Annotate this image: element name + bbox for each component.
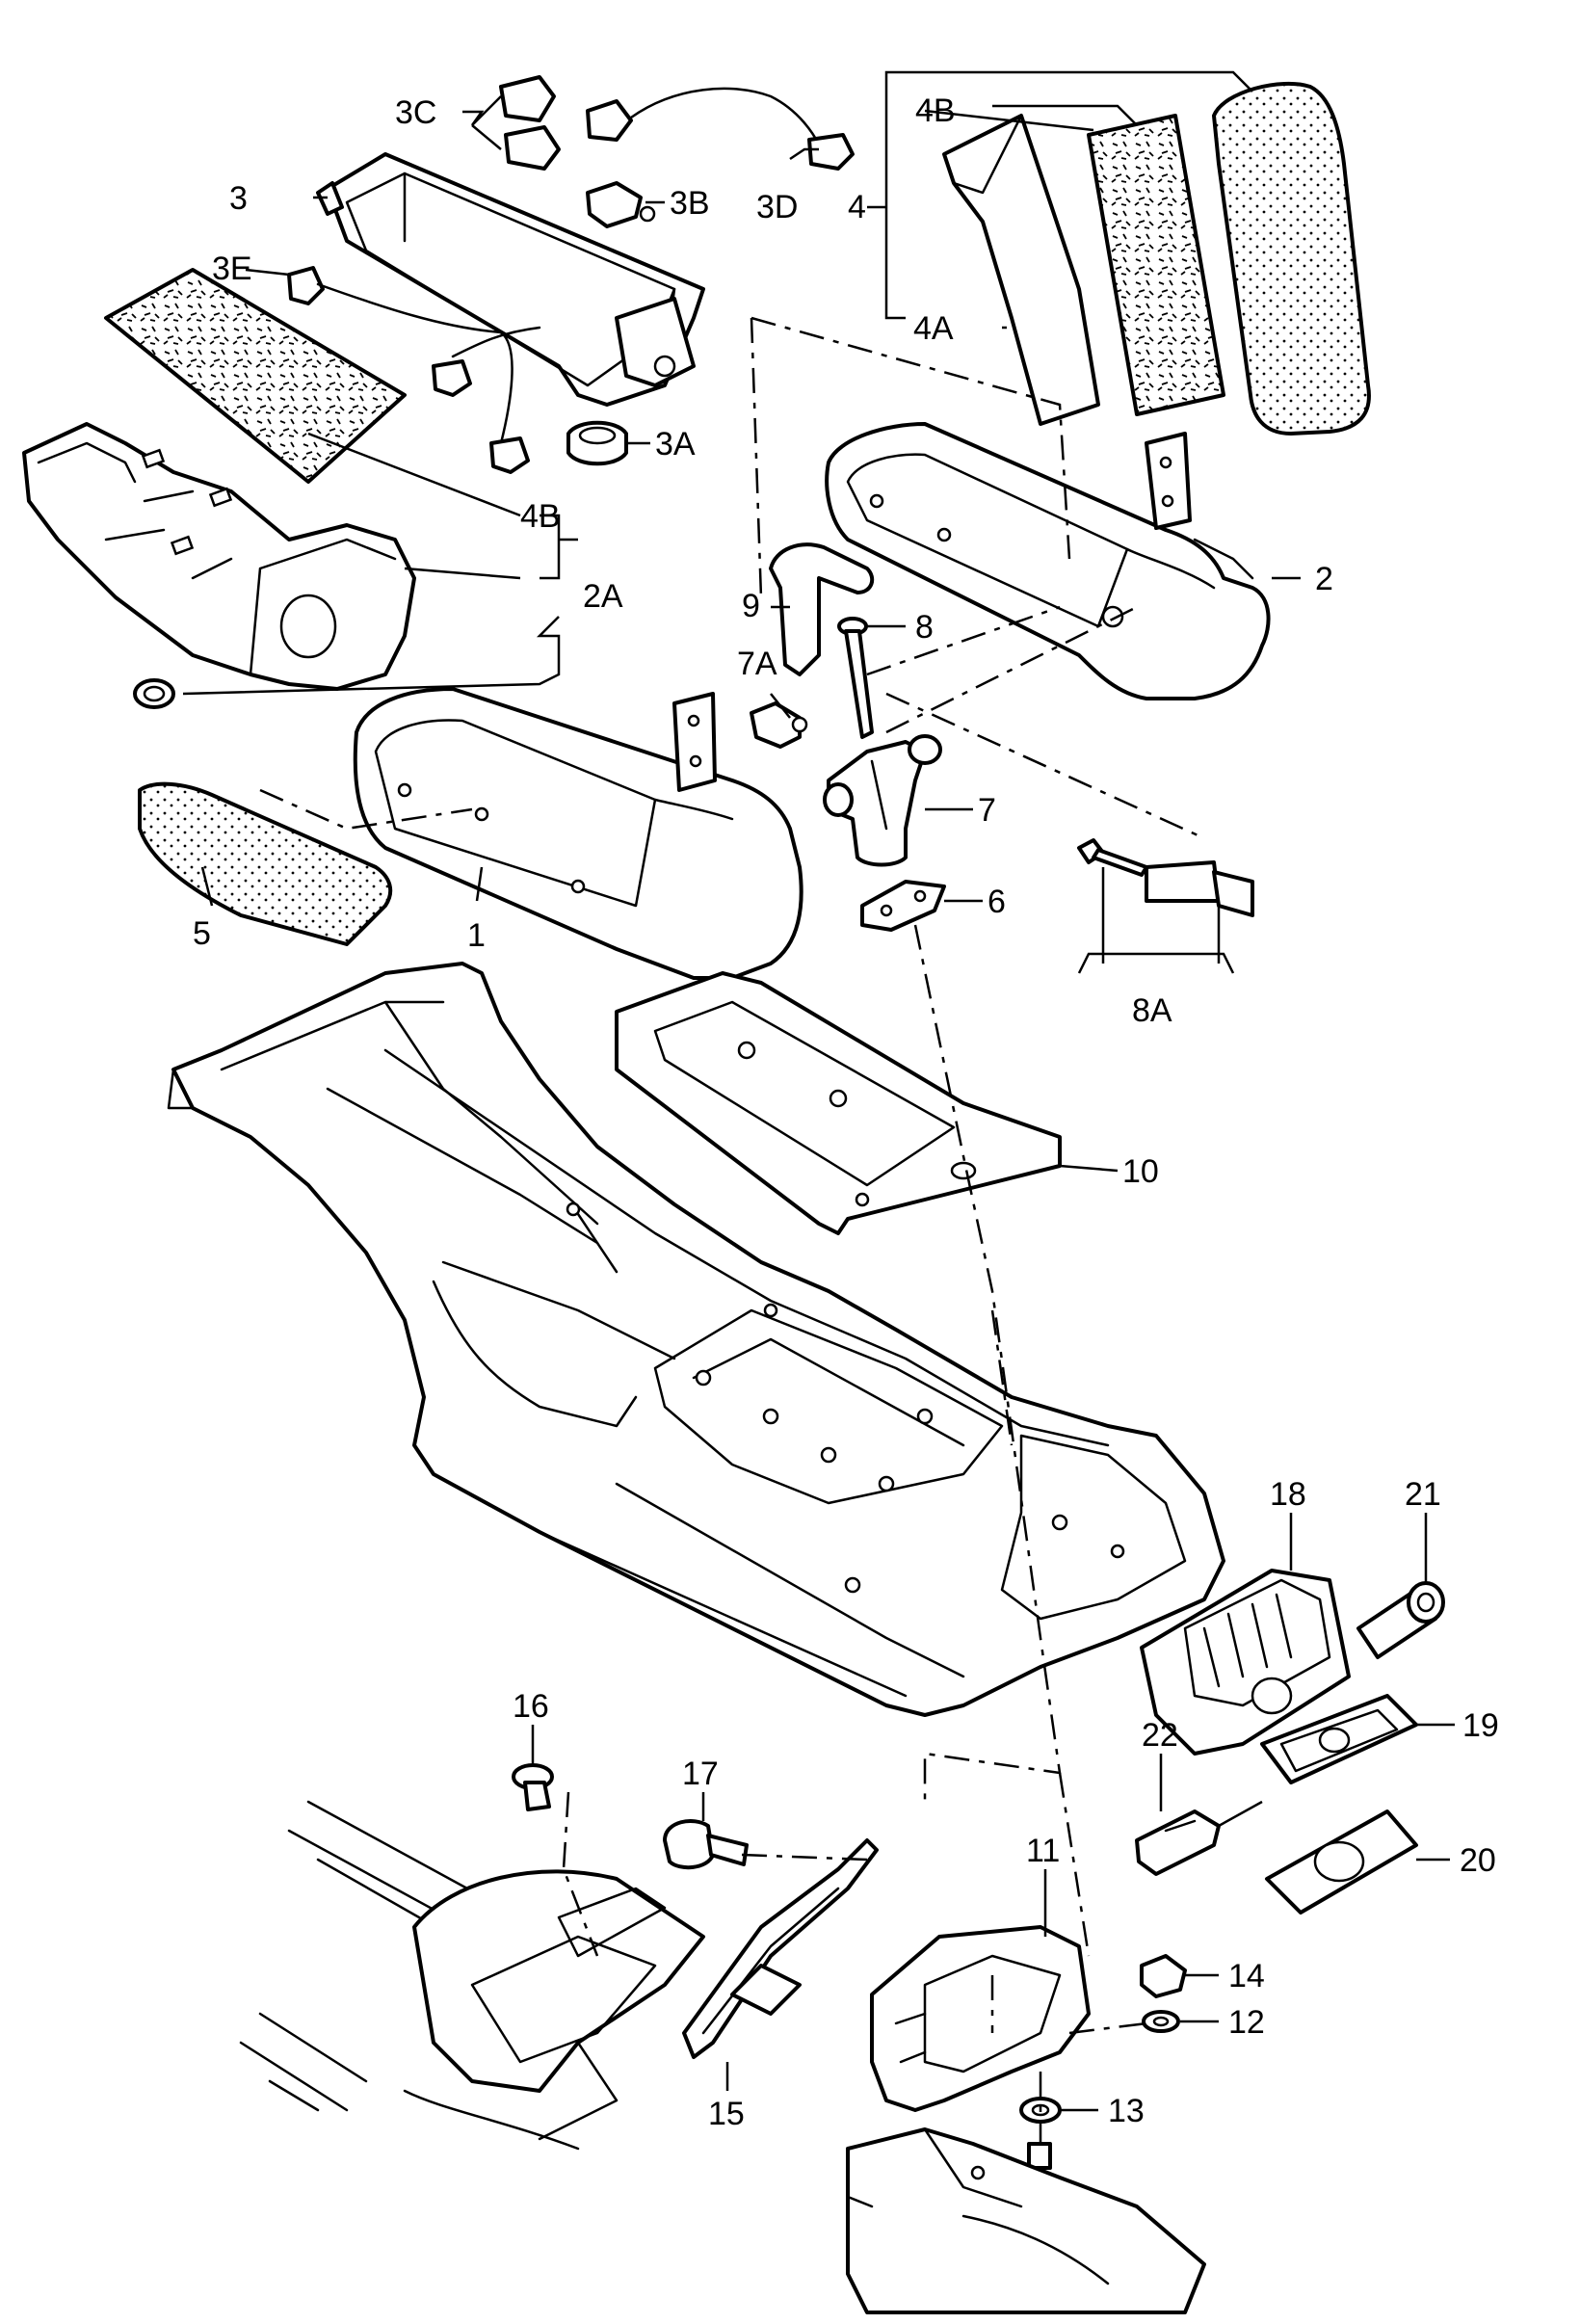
callout-15: 15 xyxy=(708,2096,745,2132)
callout-4: 4 xyxy=(848,189,866,225)
bolt-part-17 xyxy=(663,1819,749,1870)
callout-18: 18 xyxy=(1270,1476,1306,1513)
cover-part-2a xyxy=(22,422,416,709)
blank-cover-part-20 xyxy=(1265,1809,1418,1915)
storage-tray-part-3 xyxy=(316,152,705,407)
callout-8a: 8A xyxy=(1132,992,1172,1029)
switch-part-22 xyxy=(1135,1809,1221,1876)
callout-16: 16 xyxy=(513,1688,549,1725)
callout-20: 20 xyxy=(1460,1842,1496,1879)
callout-labels: 1 2 2A 3 3A 3B 3C 3D 3E 4 4A 4B 4B 5 6 7… xyxy=(193,92,1499,2132)
armrest-base-part-1 xyxy=(353,687,803,980)
tray-insert-part-10 xyxy=(615,971,1062,1235)
callout-2a: 2A xyxy=(583,578,623,615)
callout-14: 14 xyxy=(1228,1958,1265,1994)
bracket-part-9 xyxy=(769,542,875,676)
washer-part-12 xyxy=(1142,2010,1180,2033)
callout-1: 1 xyxy=(467,917,486,954)
callout-3c: 3C xyxy=(395,94,436,131)
cushion-part-4 xyxy=(1212,81,1371,436)
grommet-part-3a xyxy=(566,420,628,466)
bracket-part-3b xyxy=(586,181,656,228)
wire-harness-part-3d xyxy=(586,87,855,171)
clip-part-3c xyxy=(499,75,561,171)
callout-3b: 3B xyxy=(670,185,710,222)
bracket-part-15 xyxy=(682,1838,879,2059)
mat-part-4b-left xyxy=(104,268,407,484)
wire-part-3e xyxy=(287,266,541,474)
nut-part-14 xyxy=(1140,1954,1187,1998)
callout-10: 10 xyxy=(1122,1153,1159,1190)
callout-12: 12 xyxy=(1228,2004,1265,2041)
callout-5: 5 xyxy=(193,915,211,952)
pad-part-4a xyxy=(942,114,1100,426)
clip-part-7a xyxy=(750,701,808,749)
callout-21: 21 xyxy=(1405,1476,1441,1513)
plate-part-6 xyxy=(860,880,946,932)
callout-9: 9 xyxy=(742,588,760,624)
callout-11: 11 xyxy=(1026,1833,1060,1869)
callout-3: 3 xyxy=(229,180,248,217)
callout-2: 2 xyxy=(1315,561,1333,597)
floor-tunnel xyxy=(846,2127,1206,2314)
bolt-set-part-8a xyxy=(1077,838,1254,917)
callout-7: 7 xyxy=(978,792,996,829)
switch-panel-part-19 xyxy=(1260,1694,1418,1784)
callout-4b-top: 4B xyxy=(915,92,956,129)
center-console-body xyxy=(167,962,1225,1717)
callout-19: 19 xyxy=(1462,1707,1499,1744)
callout-3d: 3D xyxy=(756,189,798,225)
mount-bracket-part-11 xyxy=(870,1925,1091,2112)
callout-4b-left: 4B xyxy=(520,498,561,535)
lighter-part-21 xyxy=(1356,1581,1445,1659)
pad-part-5 xyxy=(138,781,393,946)
callout-6: 6 xyxy=(988,884,1006,920)
screw-part-16 xyxy=(512,1763,554,1811)
callout-3e: 3E xyxy=(212,251,252,287)
alignment-lines xyxy=(259,316,1205,2144)
leader-lines xyxy=(182,70,1455,2112)
callout-13: 13 xyxy=(1108,2093,1145,2129)
callout-4a: 4A xyxy=(913,310,954,347)
callout-17: 17 xyxy=(682,1756,719,1792)
air-vent-part-18 xyxy=(1140,1569,1351,1756)
callout-22: 22 xyxy=(1142,1717,1178,1754)
bolt-part-8 xyxy=(837,617,874,739)
callout-7a: 7A xyxy=(737,646,777,682)
hinge-part-7 xyxy=(823,734,942,867)
callout-3a: 3A xyxy=(655,426,696,462)
armrest-lid-part-2 xyxy=(825,422,1271,700)
mat-part-4b-right xyxy=(1087,114,1225,416)
callout-8: 8 xyxy=(915,609,934,646)
floor-section-left xyxy=(239,1800,705,2151)
